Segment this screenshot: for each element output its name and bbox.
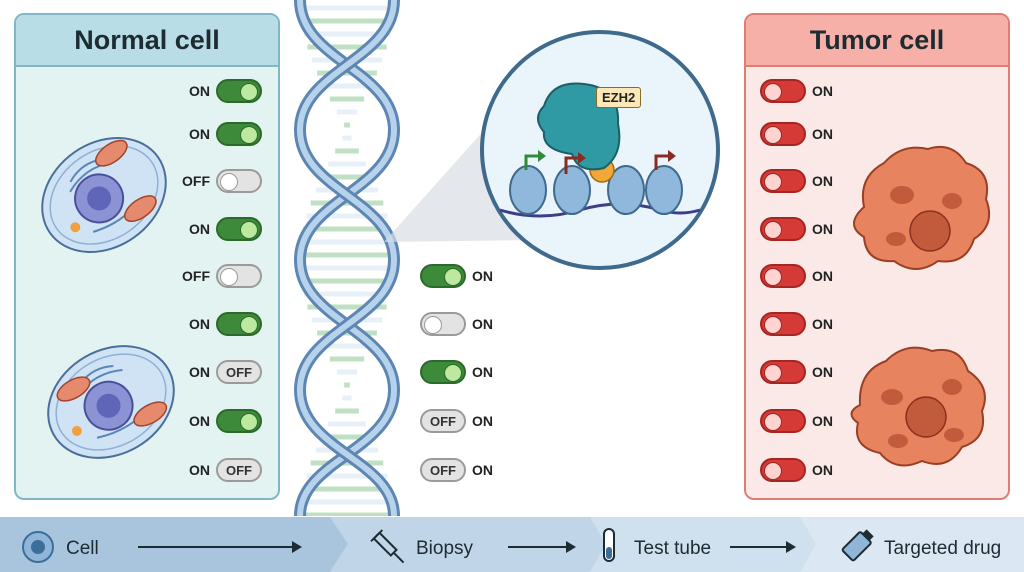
tumor-cells-illustration xyxy=(850,145,990,467)
toggle-switch[interactable] xyxy=(216,409,262,433)
tumor-switch-row: ON xyxy=(760,263,833,289)
tumor-switch-row: ON xyxy=(760,216,833,242)
biopsy-needle-icon xyxy=(370,529,405,564)
switch-label: ON xyxy=(812,268,833,284)
toggle-switch[interactable] xyxy=(216,264,262,288)
workflow-bar xyxy=(0,517,1024,572)
middle-switch-row: OFF ON xyxy=(420,408,493,434)
normal-switch-row: ON xyxy=(189,216,262,242)
tumor-switch-row: ON xyxy=(760,168,833,194)
toggle-switch[interactable] xyxy=(216,217,262,241)
normal-cell-1-icon xyxy=(41,137,167,253)
tumor-cell-1-icon xyxy=(853,145,990,270)
arrow-1-icon xyxy=(138,541,302,553)
switch-label: ON xyxy=(189,221,210,237)
switch-label: ON xyxy=(189,316,210,332)
toggle-switch[interactable] xyxy=(420,264,466,288)
switch-inner-label: OFF xyxy=(226,462,252,478)
switch-label: ON xyxy=(189,126,210,142)
arrow-2-icon xyxy=(508,541,576,553)
switch-label: ON xyxy=(189,83,210,99)
test-tube-icon xyxy=(603,528,615,562)
switch-inner-label: OFF xyxy=(430,462,456,478)
switch-label: ON xyxy=(812,316,833,332)
workflow-step-test-tube: Test tube xyxy=(634,538,712,559)
toggle-switch[interactable]: OFF xyxy=(216,458,262,482)
middle-switch-row: ON xyxy=(420,311,493,337)
toggle-switch[interactable] xyxy=(760,79,806,103)
normal-switch-row: ON OFF xyxy=(189,359,262,385)
toggle-switch[interactable] xyxy=(760,169,806,193)
normal-switch-row: OFF xyxy=(182,263,262,289)
tumor-switch-row: ON xyxy=(760,121,833,147)
switch-label: ON xyxy=(812,364,833,380)
switch-label: ON xyxy=(189,364,210,380)
normal-cell-2-icon xyxy=(47,345,175,459)
switch-label: ON xyxy=(812,462,833,478)
toggle-switch[interactable] xyxy=(760,360,806,384)
toggle-switch[interactable] xyxy=(216,312,262,336)
normal-cells-illustration xyxy=(41,137,175,459)
switch-label: ON xyxy=(472,462,493,478)
switch-label: ON xyxy=(812,83,833,99)
switch-inner-label: OFF xyxy=(226,364,252,380)
tumor-switch-row: ON xyxy=(760,311,833,337)
switch-label: ON xyxy=(472,364,493,380)
tumor-switch-row: ON xyxy=(760,408,833,434)
tumor-cell-title: Tumor cell xyxy=(746,15,1008,67)
tumor-switch-row: ON xyxy=(760,78,833,104)
switch-label: ON xyxy=(472,316,493,332)
toggle-switch[interactable] xyxy=(760,264,806,288)
normal-switch-row: ON xyxy=(189,311,262,337)
switch-label: ON xyxy=(189,413,210,429)
toggle-switch[interactable] xyxy=(216,122,262,146)
drug-vial-icon xyxy=(841,529,874,562)
toggle-switch[interactable] xyxy=(760,312,806,336)
tumor-switch-row: ON xyxy=(760,457,833,483)
toggle-switch[interactable] xyxy=(420,312,466,336)
toggle-switch[interactable]: OFF xyxy=(420,458,466,482)
workflow-step-biopsy: Biopsy xyxy=(416,538,474,559)
normal-switch-row: ON OFF xyxy=(189,457,262,483)
middle-switch-row: ON xyxy=(420,359,493,385)
toggle-switch[interactable] xyxy=(760,217,806,241)
toggle-switch[interactable] xyxy=(760,409,806,433)
middle-switch-row: ON xyxy=(420,263,493,289)
switch-label: ON xyxy=(812,173,833,189)
tumor-switch-row: ON xyxy=(760,359,833,385)
workflow-step-cell: Cell xyxy=(66,538,99,559)
toggle-switch[interactable] xyxy=(420,360,466,384)
normal-switch-row: OFF xyxy=(182,168,262,194)
dna-helix-illustration xyxy=(293,0,401,516)
toggle-switch[interactable]: OFF xyxy=(420,409,466,433)
switch-label: ON xyxy=(812,126,833,142)
switch-label: ON xyxy=(812,221,833,237)
normal-switch-row: ON xyxy=(189,121,262,147)
switch-label: ON xyxy=(189,462,210,478)
normal-switch-row: ON xyxy=(189,408,262,434)
switch-label: ON xyxy=(472,268,493,284)
arrow-3-icon xyxy=(730,541,796,553)
tumor-cell-2-icon xyxy=(850,346,986,467)
ezh2-label: EZH2 xyxy=(596,87,642,108)
switch-label: OFF xyxy=(182,173,210,189)
normal-cell-title: Normal cell xyxy=(16,15,278,67)
switch-inner-label: OFF xyxy=(430,413,456,429)
cell-icon xyxy=(22,531,54,563)
toggle-switch[interactable] xyxy=(216,79,262,103)
middle-switch-row: OFF ON xyxy=(420,457,493,483)
switch-label: OFF xyxy=(182,268,210,284)
workflow-step-targeted-drug: Targeted drug xyxy=(884,538,1002,559)
toggle-switch[interactable] xyxy=(216,169,262,193)
chromatin-zoom-illustration xyxy=(384,30,720,270)
switch-label: ON xyxy=(812,413,833,429)
switch-label: ON xyxy=(472,413,493,429)
normal-switch-row: ON xyxy=(189,78,262,104)
toggle-switch[interactable]: OFF xyxy=(216,360,262,384)
toggle-switch[interactable] xyxy=(760,122,806,146)
toggle-switch[interactable] xyxy=(760,458,806,482)
